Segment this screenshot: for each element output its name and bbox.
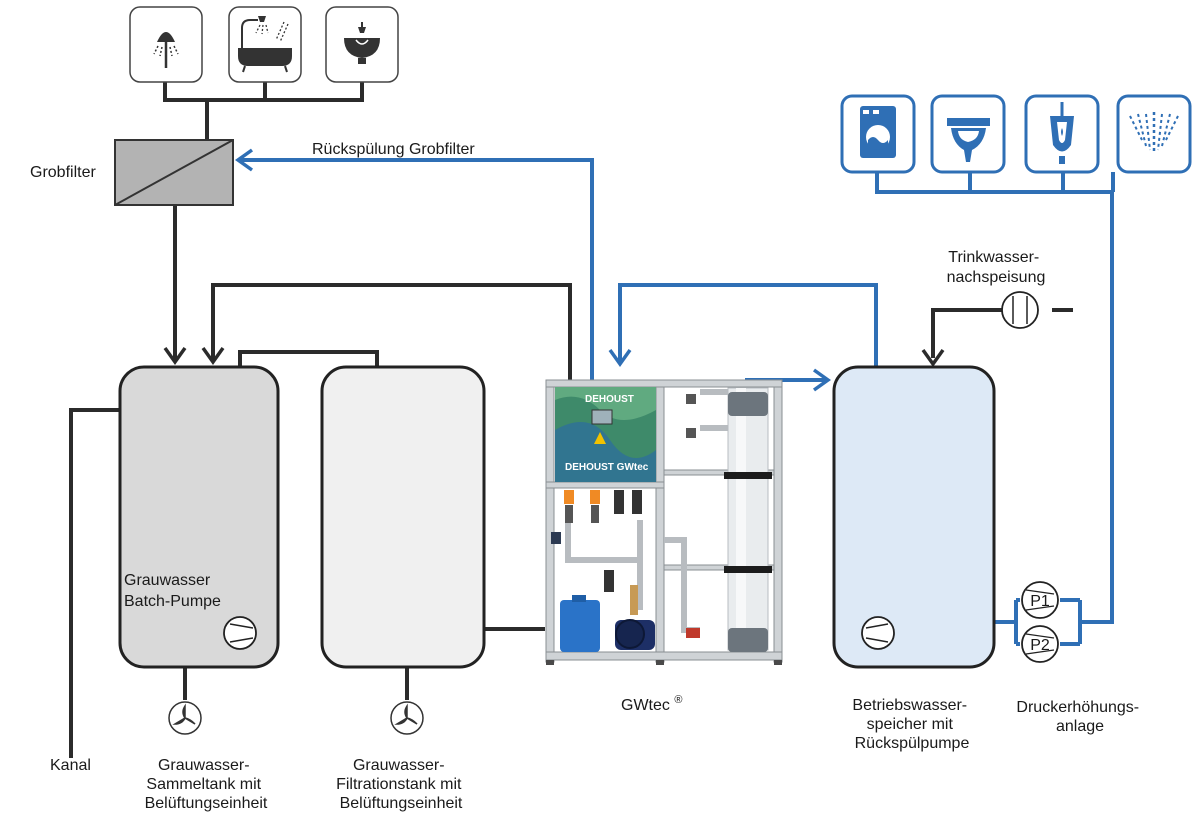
gwtec-return-to-sammeltank-line	[211, 283, 572, 380]
toilet-icon	[930, 94, 1006, 174]
filtrationstank-label: Grauwasser- Filtrationstank mit Belüftun…	[336, 757, 466, 812]
gwtec-registered-mark: ®	[674, 694, 682, 706]
urinal-icon	[1024, 94, 1100, 174]
kanal-label: Kanal	[50, 757, 91, 774]
grauwasser-filtrationstank	[320, 365, 486, 669]
greywater-sources	[129, 6, 399, 83]
speicher-to-pumps-line	[994, 192, 1114, 646]
pump-p1-label: P1	[1030, 593, 1050, 610]
betriebswasser-label: Betriebswasser- speicher mit Rückspülpum…	[852, 697, 971, 752]
filtrationstank-aerator-icon	[390, 701, 424, 735]
batch-pumpe-label: Grauwasser Batch-Pumpe	[124, 572, 221, 610]
gwtec-fittings	[604, 394, 700, 638]
gwtec-label: GWtec ®	[621, 694, 682, 714]
backflush-pump-icon	[861, 616, 895, 650]
gwtec-valves	[551, 490, 642, 544]
sammeltank-label: Grauwasser- Sammeltank mit Belüftungsein…	[145, 757, 268, 812]
source-collector-line	[163, 82, 364, 140]
service-water-arrowheads	[234, 148, 832, 392]
trinkwasser-flowmeter-icon	[1001, 291, 1039, 329]
pump-p1: P1	[1021, 581, 1059, 619]
grobfilter	[114, 139, 234, 206]
gwtec-machine: DEHOUST DEHOUST GWtec	[545, 379, 783, 665]
ruckspulung-label: Rückspülung Grobfilter	[312, 141, 475, 158]
arrow-into-grobfilter	[234, 148, 254, 172]
trinkwasser-label: Trinkwasser- nachspeisung	[947, 249, 1046, 286]
gwtec-frame	[545, 379, 783, 663]
gwtec-feet	[546, 660, 782, 665]
gwtec-canister	[560, 595, 600, 652]
gwtec-membrane-module	[724, 387, 772, 652]
grauwasser-sammeltank	[118, 365, 280, 669]
pump-p2-label: P2	[1030, 637, 1050, 654]
trinkwasser-supply-line	[931, 308, 1073, 358]
arrow-into-speicher	[812, 368, 832, 392]
gwtec-brand-top: DEHOUST	[585, 394, 634, 405]
arrow-into-sammeltank-1	[163, 346, 187, 366]
gwtec-pump	[615, 619, 655, 650]
garden-sprinkler-icon	[1116, 94, 1192, 174]
washbasin-icon	[325, 6, 399, 83]
batch-pump-icon	[223, 616, 257, 650]
ruckspulung-line	[238, 158, 594, 380]
grobfilter-label: Grobfilter	[30, 164, 96, 181]
service-water-consumers	[840, 94, 1192, 174]
bathtub-icon	[228, 6, 302, 83]
shower-icon	[129, 6, 203, 83]
druckerhohung-label: Druckerhöhungs- anlage	[1016, 699, 1143, 735]
gwtec-label-text: GWtec	[621, 697, 670, 714]
consumer-collector-line	[875, 172, 1115, 194]
gwtec-brand-bottom: DEHOUST GWtec	[565, 462, 649, 473]
gwtec-control-panel: DEHOUST DEHOUST GWtec	[555, 387, 656, 482]
washing-machine-icon	[840, 94, 916, 174]
pump-p2: P2	[1021, 625, 1059, 663]
arrow-into-gwtec	[608, 348, 632, 368]
kanal-overflow-line	[69, 408, 120, 758]
sammeltank-aerator-icon	[168, 701, 202, 735]
arrow-into-speicher-trinkwasser	[921, 348, 945, 368]
arrow-into-sammeltank-2	[201, 346, 225, 366]
betriebswasserspeicher	[832, 365, 996, 669]
